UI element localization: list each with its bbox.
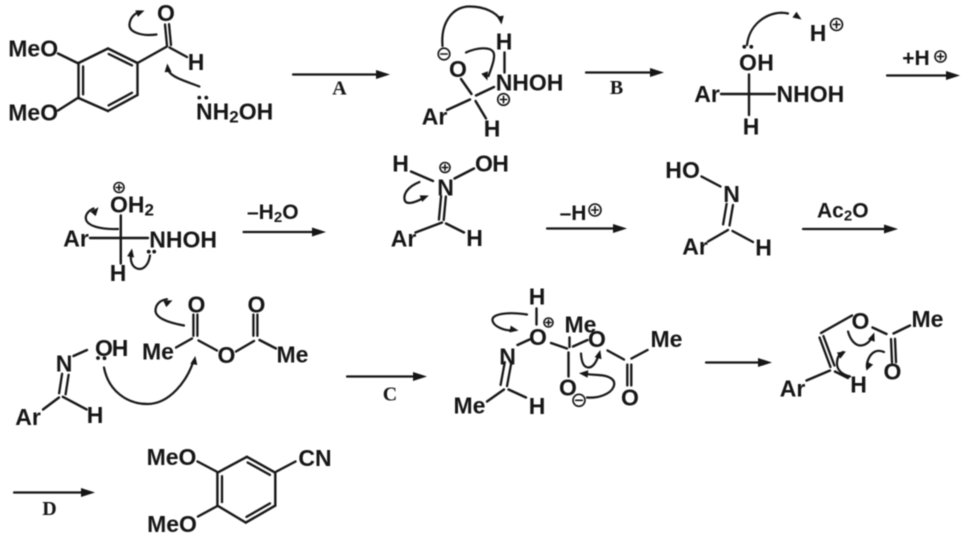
svg-text:NH2OH: NH2OH <box>196 99 273 127</box>
svg-text:H: H <box>110 260 127 286</box>
svg-text:H: H <box>665 157 682 183</box>
svg-text:O: O <box>188 292 206 318</box>
svg-text:N: N <box>723 181 740 207</box>
svg-text:MeO: MeO <box>147 511 197 537</box>
svg-text:D: D <box>42 498 56 520</box>
svg-text:O: O <box>529 324 547 350</box>
svg-text:H: H <box>755 235 772 261</box>
svg-text:–H2O: –H2O <box>247 201 299 226</box>
svg-text:H: H <box>466 225 483 251</box>
svg-text:Ar: Ar <box>780 376 806 402</box>
svg-text:H: H <box>496 29 513 55</box>
svg-text:H: H <box>529 393 546 419</box>
svg-text:H: H <box>484 116 501 142</box>
svg-text:O: O <box>559 375 577 401</box>
svg-text:Me: Me <box>277 342 309 368</box>
svg-text:H: H <box>188 49 205 75</box>
svg-text:O: O <box>95 335 113 361</box>
svg-text:H: H <box>87 402 104 428</box>
svg-text:O: O <box>218 342 236 368</box>
svg-text:NHOH: NHOH <box>777 81 845 107</box>
svg-text:MeO: MeO <box>147 444 197 470</box>
svg-text:H: H <box>850 372 867 398</box>
svg-text:CN: CN <box>298 445 331 471</box>
svg-text:B: B <box>610 77 623 99</box>
svg-text:O: O <box>588 326 606 352</box>
svg-text:H: H <box>112 335 129 361</box>
svg-text:N: N <box>437 175 454 201</box>
svg-text:O: O <box>248 292 266 318</box>
svg-text:O: O <box>475 151 493 177</box>
svg-text:NHOH: NHOH <box>149 227 217 253</box>
svg-text:Ar: Ar <box>15 404 41 430</box>
svg-text:Ar: Ar <box>682 234 708 260</box>
svg-text:Ac2O: Ac2O <box>817 200 869 225</box>
svg-text:O: O <box>157 0 175 26</box>
svg-text:Me: Me <box>912 306 944 332</box>
svg-text:Me: Me <box>651 326 683 352</box>
svg-text:O: O <box>884 359 902 385</box>
svg-text:O: O <box>739 50 757 76</box>
svg-text:MeO: MeO <box>8 36 58 62</box>
svg-text:Ar: Ar <box>63 226 89 252</box>
svg-text:O: O <box>621 385 639 411</box>
svg-text:Me: Me <box>565 312 597 338</box>
svg-text:Ar: Ar <box>422 104 448 130</box>
svg-text:O: O <box>682 157 700 183</box>
svg-text:Me: Me <box>454 393 486 419</box>
svg-text:NHOH: NHOH <box>496 70 564 96</box>
svg-text:Me: Me <box>142 339 174 365</box>
svg-text:O: O <box>852 308 870 334</box>
svg-text:O: O <box>449 56 467 82</box>
svg-text:N: N <box>499 344 516 370</box>
svg-text:Ar: Ar <box>391 226 417 252</box>
svg-text:MeO: MeO <box>8 100 58 126</box>
svg-text:Ar: Ar <box>694 81 720 107</box>
svg-text:OH2: OH2 <box>110 192 154 220</box>
svg-text:H: H <box>492 151 509 177</box>
svg-text:–H: –H <box>560 202 587 225</box>
svg-text:N: N <box>56 351 73 377</box>
svg-text:+H: +H <box>902 47 929 70</box>
svg-text:H: H <box>757 50 774 76</box>
svg-text:H: H <box>743 114 760 140</box>
svg-text:H: H <box>392 151 409 177</box>
svg-text:C: C <box>383 384 397 406</box>
svg-text:H: H <box>810 20 827 46</box>
svg-text:A: A <box>332 78 347 100</box>
svg-text:H: H <box>529 284 546 310</box>
